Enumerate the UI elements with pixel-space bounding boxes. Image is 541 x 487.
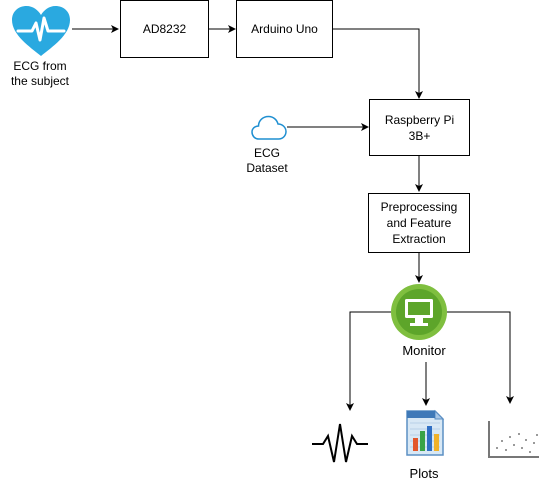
plots-label: Plots xyxy=(409,466,439,481)
ad8232-box[interactable]: AD8232 xyxy=(120,0,209,58)
arrow-arduino-to-raspberry xyxy=(333,28,423,99)
raspberry-label: Raspberry Pi 3B+ xyxy=(384,112,455,143)
ecg-waveform-icon xyxy=(312,423,368,463)
scatter-plot-icon xyxy=(488,421,539,458)
ecg-subject-label: ECG from the subject xyxy=(10,59,70,88)
raspberry-box[interactable]: Raspberry Pi 3B+ xyxy=(369,99,470,156)
ecg-dataset-label: ECG Dataset xyxy=(246,146,288,175)
cloud-icon xyxy=(251,115,287,140)
monitor-label: Monitor xyxy=(402,343,446,358)
arrow-monitor-to-scatter xyxy=(447,311,514,404)
arduino-box[interactable]: Arduino Uno xyxy=(236,0,333,58)
preprocessing-box[interactable]: Preprocessing and Feature Extraction xyxy=(368,193,470,253)
monitor-icon xyxy=(391,284,447,340)
ad8232-label: AD8232 xyxy=(142,22,187,36)
spreadsheet-chart-icon xyxy=(406,409,445,456)
arrow-monitor-to-waveform xyxy=(346,311,391,411)
preprocessing-label: Preprocessing and Feature Extraction xyxy=(380,200,458,246)
arduino-label: Arduino Uno xyxy=(251,22,318,36)
heart-ecg-icon xyxy=(12,6,70,56)
